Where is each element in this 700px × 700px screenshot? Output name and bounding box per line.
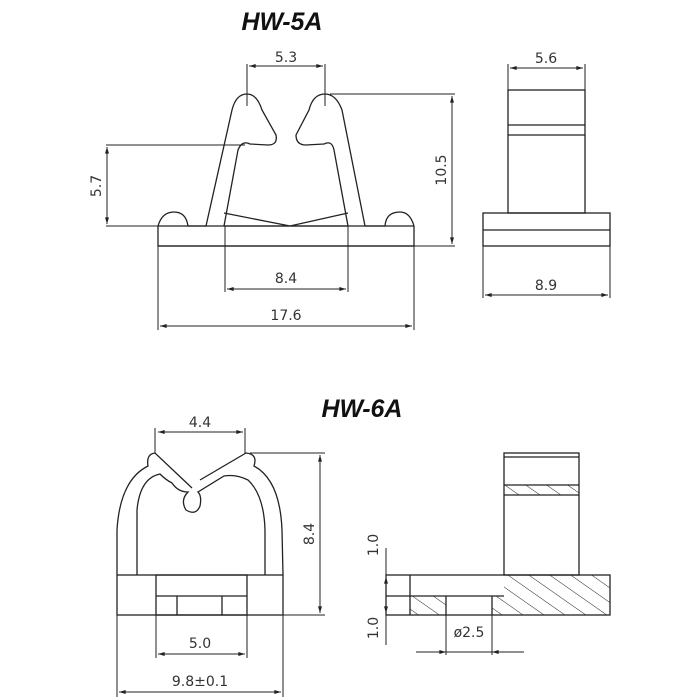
dim-8-4-hw6a: 8.4 bbox=[302, 523, 318, 545]
hw-5a-front-view bbox=[157, 93, 415, 247]
dim-1-0-bottom: 1.0 bbox=[366, 617, 382, 639]
dim-5-6: 5.6 bbox=[535, 51, 557, 67]
dim-10-5: 10.5 bbox=[434, 154, 450, 185]
hw-5a-side-view: 5.6 8.9 bbox=[482, 51, 611, 298]
dim-8-4: 8.4 bbox=[275, 271, 297, 287]
dim-5-3: 5.3 bbox=[275, 50, 297, 66]
hw-5a-dimensions: 5.3 5.7 10.5 8.4 17.6 bbox=[89, 50, 455, 330]
hw-6a-title: HW-6A bbox=[321, 395, 402, 423]
dim-5-0: 5.0 bbox=[189, 636, 211, 652]
hw-5a-drawing: HW-5A 5.3 5.7 10.5 8.4 17.6 bbox=[89, 8, 611, 330]
dim-1-0-top: 1.0 bbox=[366, 534, 382, 556]
hw-6a-front-view: 4.4 8.4 5.0 9.8±0.1 bbox=[116, 415, 325, 697]
hw-6a-drawing: HW-6A 4.4 8.4 5.0 9.8±0.1 bbox=[116, 395, 611, 697]
dim-8-9: 8.9 bbox=[535, 278, 557, 294]
dim-5-7: 5.7 bbox=[89, 175, 105, 197]
dim-4-4: 4.4 bbox=[189, 415, 211, 431]
dim-17-6: 17.6 bbox=[270, 308, 301, 324]
hw-6a-side-view: 1.0 1.0 ø2.5 bbox=[366, 452, 611, 655]
dim-9-8: 9.8±0.1 bbox=[172, 674, 228, 690]
hw-5a-title: HW-5A bbox=[241, 8, 322, 36]
dim-hole-diameter: ø2.5 bbox=[454, 625, 485, 641]
